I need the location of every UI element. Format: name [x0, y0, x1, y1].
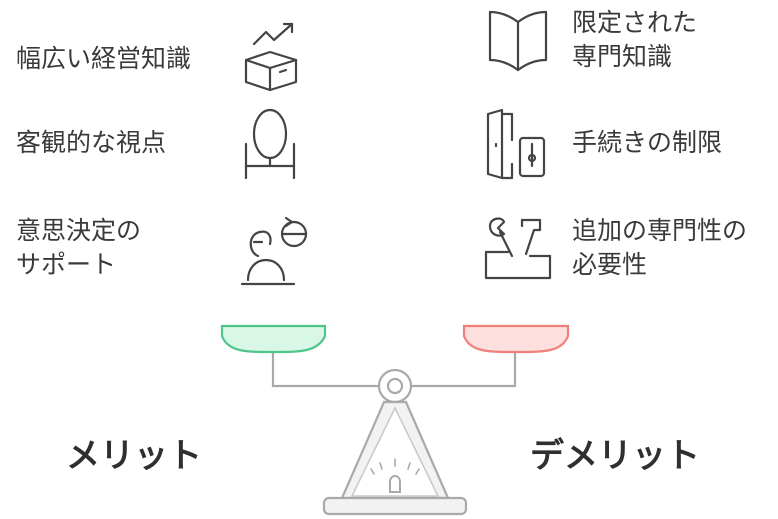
merit-item-line: 意思決定の	[16, 216, 142, 245]
merit-item-line: 客観的な視点	[16, 128, 167, 157]
demerit-item-line: 手続きの制限	[572, 128, 723, 157]
scale-beam	[271, 350, 517, 388]
merit-item-objective-view: 客観的な視点	[16, 126, 166, 160]
demerit-item-line: 追加の専門性の	[572, 216, 748, 245]
demerit-item-line: 専門知識	[572, 42, 673, 71]
merit-pan	[220, 324, 327, 354]
open-box-growth-icon	[244, 22, 298, 92]
scale-gauge	[370, 458, 420, 475]
merit-item-decision-support: 意思決定の サポート	[16, 214, 141, 282]
merit-item-line: サポート	[16, 250, 117, 279]
demerit-item-extra-expertise: 追加の専門性の 必要性	[572, 214, 747, 282]
demerit-title: デメリット	[530, 436, 700, 476]
demerit-item-line: 限定された	[572, 8, 698, 37]
demerit-item-line: 必要性	[572, 250, 648, 279]
thinking-person-icon	[240, 216, 308, 286]
mirror-icon	[244, 108, 296, 180]
demerit-item-limited-expertise: 限定された 専門知識	[572, 6, 697, 74]
scale-needle	[389, 475, 401, 493]
merit-item-line: 幅広い経営知識	[16, 44, 192, 73]
open-book-icon	[488, 10, 548, 72]
merit-title: メリット	[66, 436, 202, 476]
door-lock-icon	[486, 108, 546, 180]
demerit-pan	[462, 324, 570, 354]
merit-item-broad-knowledge: 幅広い経営知識	[16, 42, 191, 76]
demerit-item-procedure-limits: 手続きの制限	[572, 126, 722, 160]
toolbox-icon	[484, 217, 552, 280]
scale-base	[322, 496, 468, 516]
scale-pivot-inner	[386, 377, 404, 395]
